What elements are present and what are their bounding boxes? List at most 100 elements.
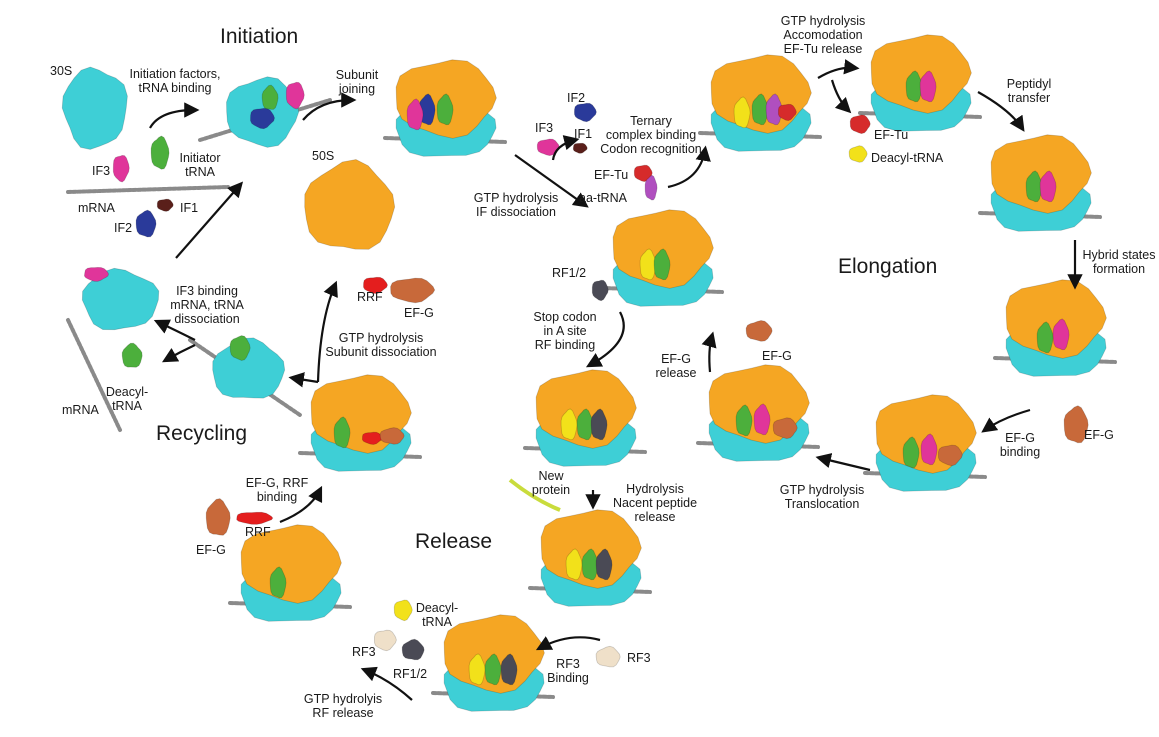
- label-deacyl-trna-a: Deacyl-tRNA: [871, 151, 944, 165]
- ribosome-efg-bound-factor-1: [902, 436, 920, 469]
- label-gtp-subunit-dissociation: GTP hydrolysis Subunit dissociation: [325, 331, 437, 359]
- aa-trna-protein: [644, 174, 658, 201]
- efg-protein-a: [1063, 405, 1089, 444]
- ribosome-peptidyl-transfer-factor-2: [1039, 170, 1057, 203]
- ribosome-post-accommodation-factor-2: [919, 70, 937, 103]
- arrow-trna-dissociation: [161, 344, 196, 363]
- if2-protein-a: [135, 209, 157, 238]
- ribosome-translocation-factor-2: [753, 403, 771, 436]
- ribosome-70s-initiation-factor-2: [436, 93, 454, 126]
- rf12-protein-a: [591, 279, 609, 302]
- label-mrna-b: mRNA: [62, 403, 99, 417]
- label-aa-trna: aa-tRNA: [579, 191, 627, 205]
- efg-protein-d: [390, 277, 436, 304]
- label-efg-d: EF-G: [404, 306, 434, 320]
- ribosome-rf-bound-factor-3: [590, 408, 608, 441]
- ribosome-peptide-release-factor-3: [595, 548, 613, 581]
- arrow-efg-binding: [981, 408, 1031, 433]
- ribosome-peptide-release-factor-2: [581, 548, 599, 581]
- arrow-rf-release: [360, 666, 413, 701]
- label-rrf-b: RRF: [357, 290, 383, 304]
- label-subunit-joining: Subunit joining: [335, 68, 379, 96]
- ribosome-hybrid-state-factor-1: [1036, 321, 1054, 354]
- label-rf3-a: RF3: [352, 645, 376, 659]
- label-gtp-rf-release: GTP hydrolyis RF release: [303, 692, 383, 720]
- label-if2-b: IF2: [567, 91, 586, 105]
- label-eftu-b: EF-Tu: [874, 128, 909, 142]
- deacyl-trna-b: [393, 599, 413, 622]
- label-efg-rrf-binding: EF-G, RRF binding: [245, 476, 309, 504]
- label-mrna-a: mRNA: [78, 201, 115, 215]
- large-subunit-50s: [304, 159, 396, 250]
- label-eftu-a: EF-Tu: [594, 168, 629, 182]
- preinit-if2: [250, 107, 275, 130]
- label-efg-c: EF-G: [196, 543, 226, 557]
- label-if3-a: IF3: [92, 164, 111, 178]
- rf3-protein-a: [374, 629, 397, 652]
- eftu-protein-b: [849, 114, 871, 135]
- label-initiator-trna: Initiator tRNA: [179, 151, 221, 179]
- small-subunit-if3-bound: [81, 267, 160, 331]
- ribosome-peptidyl-transfer-factor-1: [1025, 170, 1043, 203]
- ribosome-peptidyl-transfer-large-subunit: [990, 134, 1092, 214]
- ribosome-hybrid-state-factor-2: [1052, 318, 1070, 351]
- ribosome-post-termination-factor-1: [269, 566, 287, 599]
- label-hydrolysis: Hydrolysis Nacent peptide release: [612, 482, 698, 524]
- phase-recycling-title: Recycling: [156, 422, 248, 445]
- label-rrf-a: RRF: [245, 525, 271, 539]
- ribosome-post-accommodation-factor-1: [905, 70, 923, 103]
- if2-protein-b: [573, 102, 597, 123]
- ribosome-efg-bound-factor-2: [920, 433, 938, 466]
- label-if1-a: IF1: [180, 201, 199, 215]
- label-ternary-complex: Ternary complex binding Codon recognitio…: [600, 114, 702, 156]
- ribosome-stop-codon-factor-1: [639, 248, 657, 281]
- label-rf12-b: RF1/2: [393, 667, 428, 681]
- ribosome-post-accommodation-large-subunit: [870, 34, 972, 114]
- if1-protein-a: [156, 198, 174, 212]
- ribosome-efg-a: [938, 444, 963, 467]
- label-deacyl-trna-b: Deacyl- tRNA: [415, 601, 459, 629]
- rrf-protein-a: [236, 511, 274, 525]
- ribosome-eftu: [778, 103, 797, 122]
- if3-protein-c: [83, 266, 110, 282]
- mrna-strand-d: [66, 318, 122, 432]
- recycling-trna: [229, 335, 251, 361]
- phase-elongation-title: Elongation: [838, 255, 938, 278]
- initiator-trna: [150, 135, 170, 170]
- efg-protein-b: [745, 320, 773, 342]
- arrow-if3-binding: [153, 319, 196, 341]
- rf12-protein-b: [401, 638, 425, 661]
- ribosome-rf3-bound-factor-2: [484, 653, 502, 686]
- label-gtp-if-dissociation: GTP hydrolysis IF dissociation: [473, 191, 559, 219]
- phase-release-title: Release: [415, 530, 493, 553]
- label-gtp-translocation: GTP hydrolysis Translocation: [779, 483, 865, 511]
- ribosome-rf3-bound-factor-3: [500, 653, 518, 686]
- arrow-gtp-if-dissociation: [514, 154, 589, 208]
- label-efg-a: EF-G: [1084, 428, 1114, 442]
- label-peptidyl-transfer: Peptidyl transfer: [1006, 77, 1052, 105]
- ribosome-efg-b: [772, 417, 798, 440]
- arrow-translocation: [815, 453, 871, 472]
- label-efg-b: EF-G: [762, 349, 792, 363]
- arrow-efg-release: [701, 331, 717, 373]
- rf3-protein-b: [595, 645, 621, 668]
- ribosome-70s-initiation-factor-3: [406, 98, 424, 131]
- arrow-accommodation: [817, 59, 860, 79]
- small-subunit-30s: [61, 66, 128, 150]
- ribosome-stop-codon-factor-2: [653, 248, 671, 281]
- ribosome-rf-bound-factor-1: [560, 408, 578, 441]
- arrow-subunit-joining: [302, 92, 357, 121]
- ribosome-accommodation-factor-1: [733, 96, 751, 129]
- if1-protein-b: [572, 142, 588, 154]
- preinit-trna: [261, 84, 279, 110]
- preinit-if3: [285, 81, 305, 110]
- deacyl-trna-c: [121, 342, 143, 368]
- label-30s: 30S: [50, 64, 73, 78]
- efg-protein-c: [205, 498, 231, 536]
- label-initiation-factors: Initiation factors, tRNA binding: [129, 67, 221, 95]
- phase-initiation-title: Initiation: [220, 25, 299, 48]
- if3-protein-a: [112, 154, 130, 183]
- mrna-strand-a: [66, 185, 230, 194]
